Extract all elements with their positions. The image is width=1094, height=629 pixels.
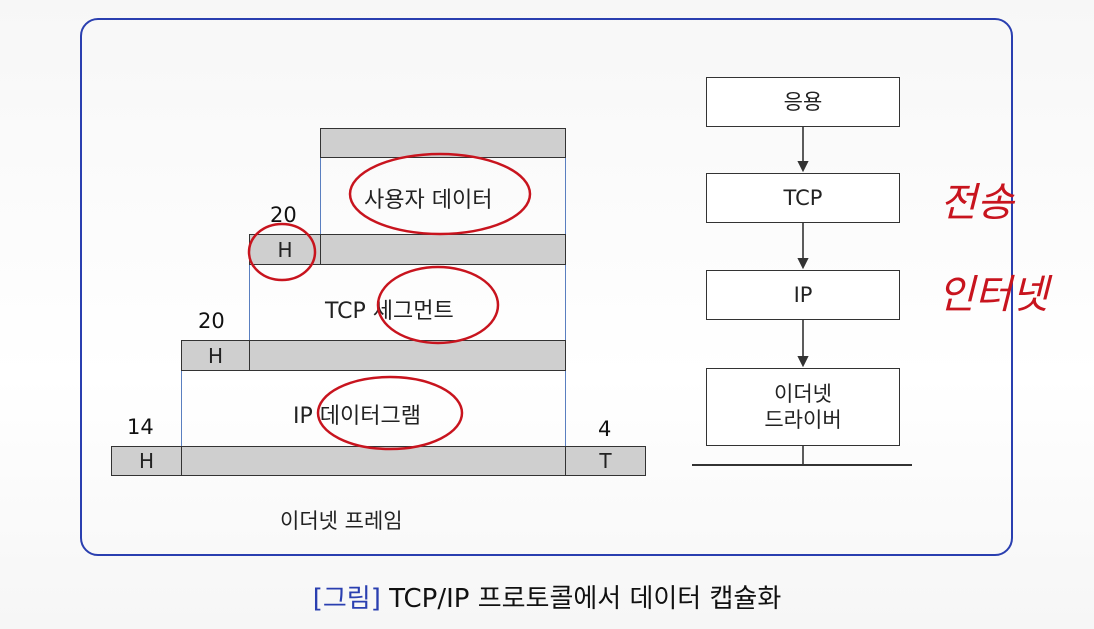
stack-label-ethernet-driver: 이더넷 드라이버 bbox=[764, 381, 842, 432]
ip-header-size: 20 bbox=[198, 309, 225, 333]
guide-line bbox=[565, 158, 566, 234]
stack-box-ethernet-driver: 이더넷 드라이버 bbox=[706, 368, 900, 446]
tcp-segment-bar bbox=[320, 234, 566, 265]
stack-box-tcp: TCP bbox=[706, 173, 900, 223]
guide-line bbox=[565, 265, 566, 341]
user-data-label: 사용자 데이터 bbox=[364, 188, 493, 213]
handwritten-transport: 전송 bbox=[940, 180, 1014, 226]
ethernet-frame-label: 이더넷 프레임 bbox=[280, 509, 403, 533]
stack-box-ip: IP bbox=[706, 270, 900, 320]
eth-header-h: H bbox=[138, 449, 155, 473]
tcp-segment-label: TCP 세그먼트 bbox=[325, 299, 454, 324]
guide-line bbox=[181, 371, 182, 447]
tcp-header-size: 20 bbox=[270, 203, 297, 227]
guide-line bbox=[320, 158, 321, 234]
ip-header-h: H bbox=[207, 343, 224, 368]
guide-line bbox=[565, 371, 566, 447]
eth-trailer-cell: T bbox=[565, 446, 646, 476]
tcp-header-cell: H bbox=[249, 234, 321, 265]
eth-trailer-t: T bbox=[599, 449, 612, 473]
stack-label-ip: IP bbox=[793, 282, 813, 307]
ip-datagram-bar bbox=[249, 340, 566, 371]
eth-payload-bar bbox=[181, 446, 567, 476]
stack-label-application: 응용 bbox=[783, 89, 823, 114]
user-data-bar bbox=[320, 128, 566, 158]
eth-trailer-size: 4 bbox=[598, 417, 612, 441]
stack-label-tcp: TCP bbox=[783, 185, 823, 210]
eth-header-size: 14 bbox=[127, 415, 154, 439]
handwritten-internet: 인터넷 bbox=[938, 272, 1049, 318]
ip-header-cell: H bbox=[181, 340, 250, 371]
caption-tag: [그림] bbox=[312, 584, 381, 614]
caption-text: TCP/IP 프로토콜에서 데이터 캡슐화 bbox=[389, 584, 782, 614]
guide-line bbox=[249, 265, 250, 341]
ip-datagram-label: IP 데이터그램 bbox=[293, 404, 421, 429]
tcp-header-h: H bbox=[277, 237, 293, 262]
diagram-frame bbox=[80, 18, 1013, 556]
stack-box-application: 응용 bbox=[706, 77, 900, 127]
eth-header-cell: H bbox=[111, 446, 182, 476]
figure-caption: [그림] TCP/IP 프로토콜에서 데이터 캡슐화 bbox=[0, 578, 1094, 615]
